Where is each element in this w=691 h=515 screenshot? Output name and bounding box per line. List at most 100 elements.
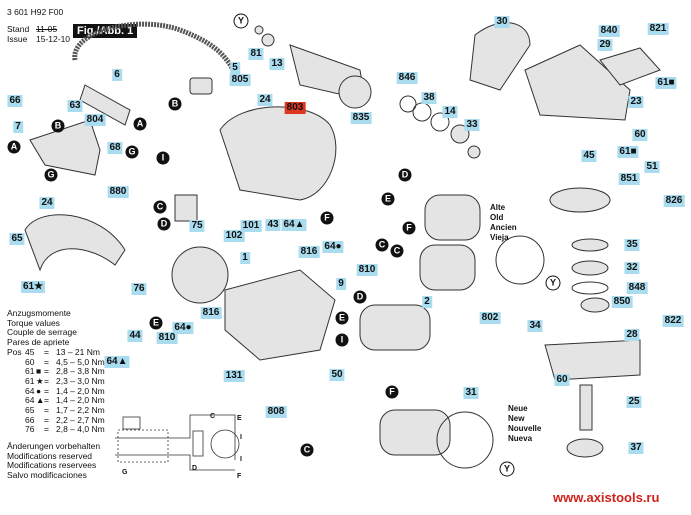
part-callout-131: 131 (223, 370, 245, 382)
part-callout-37: 37 (628, 442, 644, 454)
part-callout-28: 28 (624, 329, 640, 341)
part-callout-45: 45 (581, 150, 597, 162)
torque-pos: 64 (25, 395, 35, 406)
part-callout-810: 810 (156, 332, 178, 344)
part-callout-68: 68 (107, 142, 123, 154)
torque-equals: = (44, 385, 49, 396)
part-callout-1: 1 (240, 252, 250, 264)
connection-marker-y: Y (233, 13, 249, 29)
connection-marker-c: C (375, 238, 389, 252)
torque-pos: 66 (25, 414, 35, 425)
connection-marker-c: C (153, 200, 167, 214)
part-callout-808: 808 (265, 406, 287, 418)
torque-equals: = (44, 405, 49, 416)
connection-marker-e: E (149, 316, 163, 330)
torque-pos-label (7, 425, 25, 435)
part-callout-76: 76 (131, 283, 147, 295)
switch (29, 119, 101, 176)
torque-title-en: Torque values (7, 317, 60, 328)
torque-value: 2,8 – 4,0 Nm (56, 424, 105, 435)
torque-equals: = (44, 375, 49, 386)
connection-marker-a: A (133, 117, 147, 131)
torque-equals: = (44, 346, 49, 357)
electronics-module (174, 194, 198, 222)
part-callout-31: 31 (463, 387, 479, 399)
part-callout-840: 840 (598, 25, 620, 37)
connection-marker-g: G (44, 168, 58, 182)
part-callout-805: 805 (229, 74, 251, 86)
part-callout-822: 822 (662, 315, 684, 327)
part-callout-7: 7 (13, 121, 23, 133)
connection-marker-e: E (335, 311, 349, 325)
part-callout-13: 13 (269, 58, 285, 70)
part-callout-64: 64● (172, 322, 194, 334)
torque-pos: 64 (25, 385, 35, 396)
part-callout-61: 61■ (655, 77, 677, 89)
part-callout-75: 75 (189, 220, 205, 232)
torque-mark (36, 416, 44, 426)
torque-value: 2,3 – 3,0 Nm (56, 375, 105, 386)
field-coil (379, 409, 451, 456)
part-callout-9: 9 (336, 278, 346, 290)
torque-row: 65=1,7 – 2,2 Nm (7, 405, 105, 416)
torque-value: 2,8 – 3,8 Nm (56, 366, 105, 377)
torque-title-fr: Couple de serrage (7, 327, 77, 338)
connection-marker-i: I (335, 333, 349, 347)
torque-pos-label: Pos (7, 346, 22, 357)
torque-pos: 61 (25, 375, 35, 386)
torque-value: 2,2 – 2,7 Nm (56, 414, 105, 425)
watermark-url: www.axistools.ru (553, 490, 660, 505)
connection-marker-g: G (125, 145, 139, 159)
end-shield (171, 246, 229, 304)
circuit-label: C (210, 413, 216, 420)
fan (338, 75, 372, 109)
torque-pos: 60 (25, 356, 35, 367)
part-callout-35: 35 (624, 239, 640, 251)
torque-row: 64●=1,4 – 2,0 Nm (7, 385, 105, 397)
torque-pos-label (7, 406, 25, 416)
torque-value: 13 – 21 Nm (56, 346, 100, 357)
torque-mark (36, 406, 44, 416)
stand-date: 11-05 (36, 24, 58, 34)
torque-row: 76=2,8 – 4,0 Nm (7, 425, 105, 435)
part-callout-32: 32 (624, 262, 640, 274)
connection-marker-e: E (381, 192, 395, 206)
motor-housing-cover (219, 106, 337, 201)
part-callout-850: 850 (611, 296, 633, 308)
part-callout-23: 23 (628, 96, 644, 108)
issue-date: 15-12-10 (36, 34, 71, 44)
spindle (579, 384, 593, 431)
connection-marker-c: C (300, 443, 314, 457)
circuit-label: F (237, 473, 242, 480)
circuit-label: I (240, 434, 242, 441)
part-callout-880: 880 (107, 186, 129, 198)
clamping-flange (566, 438, 604, 458)
part-callout-65: 65 (9, 233, 25, 245)
bearing-flange (544, 339, 641, 381)
part-callout-50: 50 (329, 369, 345, 381)
connection-marker-f: F (402, 221, 416, 235)
part-callout-804: 804 (84, 114, 106, 126)
part-callout-816: 816 (298, 246, 320, 258)
torque-equals: = (44, 366, 49, 377)
mod-es: Salvo modificaciones (7, 469, 87, 480)
part-callout-802: 802 (479, 312, 501, 324)
part-callout-64: 64▲ (281, 219, 307, 231)
torque-value: 1,7 – 2,2 Nm (56, 405, 105, 416)
torque-row: 64▲=1,4 – 2,0 Nm (7, 396, 105, 406)
torque-equals: = (44, 414, 49, 425)
torque-mark: ■ (36, 366, 42, 377)
part-callout-851: 851 (618, 173, 640, 185)
connection-marker-b: B (51, 119, 65, 133)
part-callout-846: 846 (396, 72, 418, 84)
circuit-diagram (115, 414, 240, 471)
part-callout-14: 14 (442, 106, 458, 118)
part-callout-43: 43 (265, 219, 281, 231)
crown-gear (549, 187, 611, 213)
power-cable (72, 21, 243, 86)
torque-row: 61■=2,8 – 3,8 Nm (7, 367, 105, 377)
torque-pos: 45 (25, 346, 35, 357)
connection-marker-b: B (168, 97, 182, 111)
torque-pos-label (7, 367, 25, 377)
